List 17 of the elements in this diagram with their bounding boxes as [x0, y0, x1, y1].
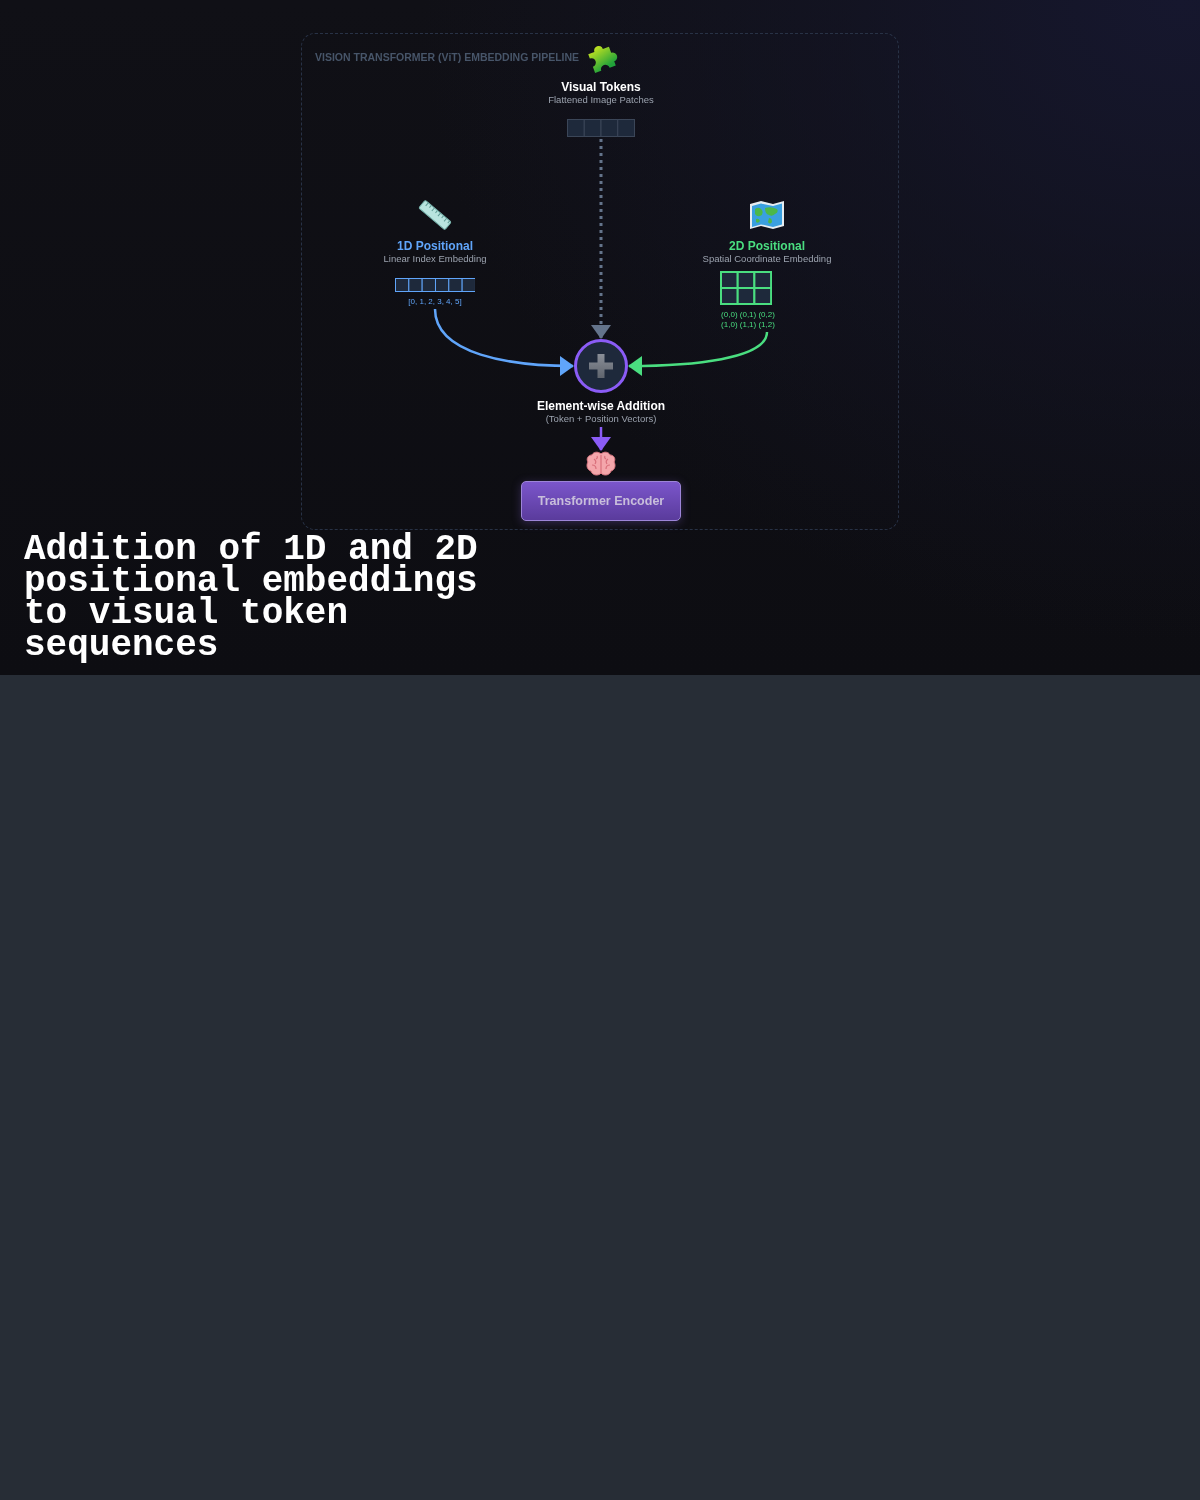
arrow — [433, 308, 574, 376]
panel-heading: VISION TRANSFORMER (ViT) EMBEDDING PIPELINE — [315, 51, 580, 63]
pipeline-panel — [301, 33, 899, 530]
coordinate-label: (0,0) (0,1) (0,2) (1,0) (1,1) (1,2) — [720, 310, 776, 330]
arrow — [628, 331, 769, 376]
index-label: [0, 1, 2, 3, 4, 5] — [408, 297, 462, 307]
node-subtitle: (Token + Position Vectors) — [545, 413, 657, 425]
node-subtitle: Flattened Image Patches — [548, 94, 654, 106]
node-label: Transformer Encoder — [537, 493, 665, 509]
arrow — [591, 139, 611, 339]
node-title: Element-wise Addition — [536, 399, 666, 413]
node-title: Visual Tokens — [561, 80, 641, 94]
node-subtitle: Spatial Coordinate Embedding — [702, 253, 832, 265]
arrow — [591, 427, 611, 451]
node-title: 1D Positional — [397, 239, 473, 253]
node-subtitle: Linear Index Embedding — [383, 253, 487, 265]
node-title: 2D Positional — [729, 239, 805, 253]
